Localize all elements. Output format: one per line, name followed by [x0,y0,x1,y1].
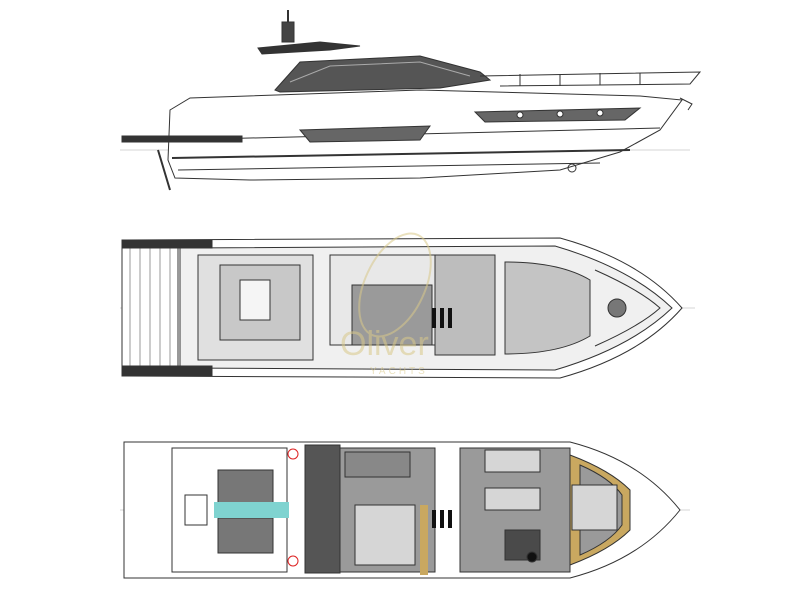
watermark-subtext: YACHTS [370,366,428,377]
watermark-text: Oliver [340,325,429,363]
main-deck-plan [120,237,695,379]
profile-view [120,10,702,191]
watermark-logo: Oliver YACHTS [340,232,432,377]
lower-deck-plan [120,441,690,579]
